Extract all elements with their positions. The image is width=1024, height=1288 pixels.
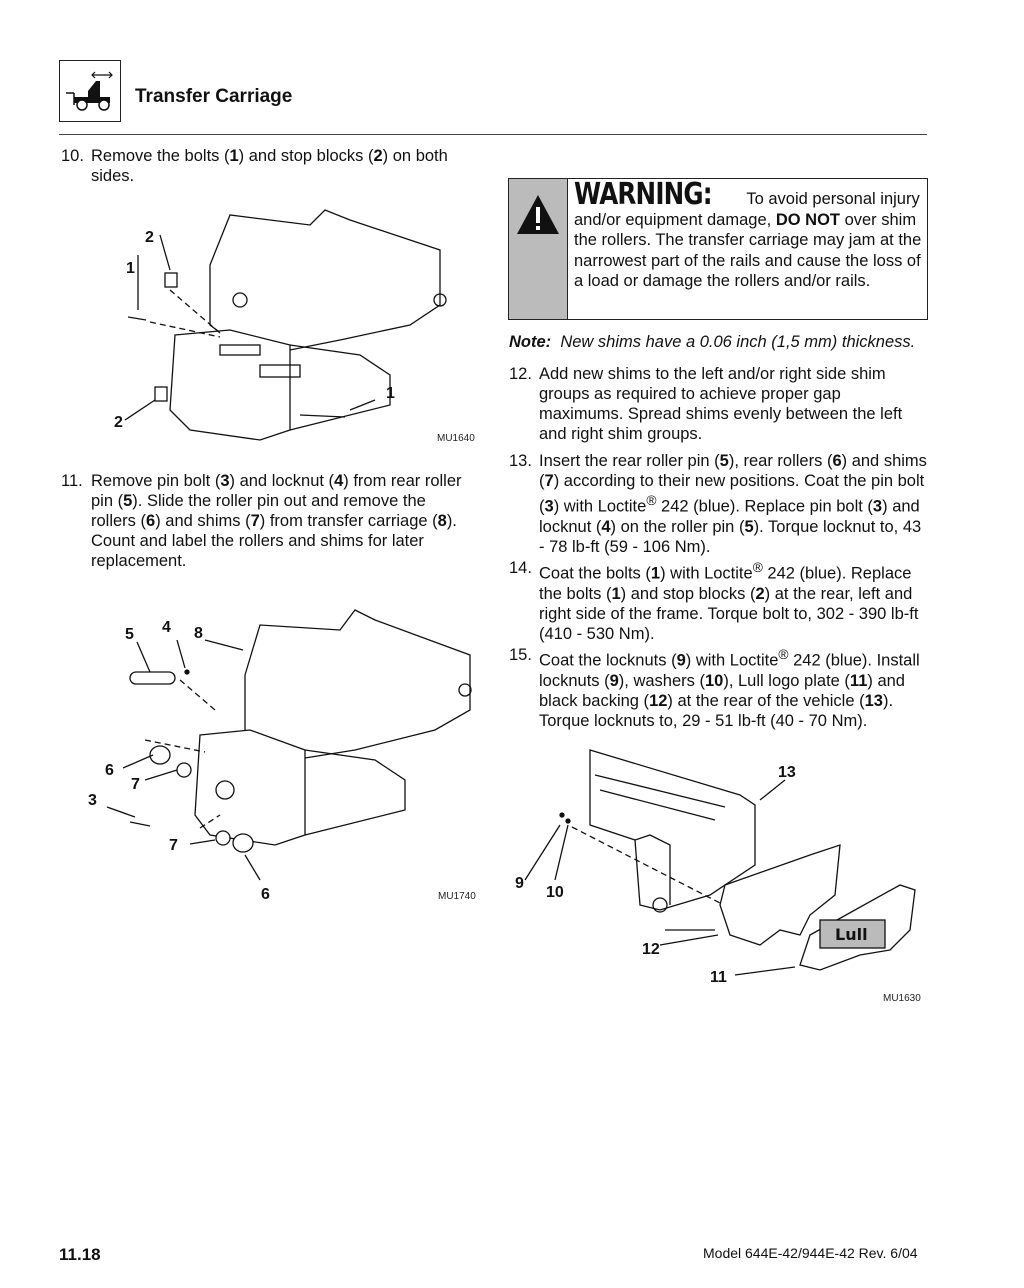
- header-rule: [59, 134, 927, 135]
- page-title: Transfer Carriage: [135, 86, 293, 107]
- callout-label: 1: [386, 385, 395, 402]
- callout-label: 10: [546, 884, 564, 901]
- step-number: 14.: [509, 559, 532, 577]
- callout-label: 5: [125, 626, 134, 643]
- callout-label: 6: [261, 886, 270, 903]
- step-text: Remove the bolts (1) and stop blocks (2)…: [91, 147, 448, 185]
- step-number: 12.: [509, 365, 532, 383]
- note-text: New shims have a 0.06 inch (1,5 mm) thic…: [560, 333, 916, 351]
- warning-sidebar: [509, 179, 568, 319]
- callout-label: 1: [126, 260, 135, 277]
- step-14: 14. Coat the bolts (1) with Loctite® 242…: [509, 558, 927, 644]
- callout-label: 11: [710, 969, 727, 986]
- warning-text: WARNING: To avoid personal injury and/or…: [574, 177, 922, 292]
- step-number: 11.: [61, 472, 83, 490]
- callout-label: 7: [131, 776, 140, 793]
- callout-label: 2: [145, 229, 154, 246]
- callout-label: 8: [194, 625, 203, 642]
- step-11: 11. Remove pin bolt (3) and locknut (4) …: [61, 471, 471, 571]
- step-text: Remove pin bolt (3) and locknut (4) from…: [91, 472, 462, 570]
- callout-label: 13: [778, 764, 796, 781]
- step-13: 13. Insert the rear roller pin (5), rear…: [509, 451, 927, 557]
- figure-stop-blocks: 2 1 2 1 MU1640: [114, 209, 475, 444]
- step-10: 10. Remove the bolts (1) and stop blocks…: [61, 146, 471, 186]
- figure-logo-plate: Lull 13 9 10 12 11 MU1630: [515, 749, 921, 1004]
- callout-label: 2: [114, 414, 123, 431]
- model-revision: Model 644E-42/944E-42 Rev. 6/04: [703, 1245, 918, 1261]
- note-label: Note:: [509, 333, 552, 351]
- figure-caption: MU1630: [883, 993, 921, 1004]
- callout-label: 6: [105, 762, 114, 779]
- step-text: Coat the bolts (1) with Loctite® 242 (bl…: [539, 560, 919, 643]
- figure-caption: MU1640: [437, 433, 475, 444]
- step-number: 13.: [509, 452, 532, 470]
- step-number: 15.: [509, 646, 532, 664]
- callout-label: 12: [642, 941, 660, 958]
- transfer-carriage-icon: [66, 71, 113, 111]
- step-text: Add new shims to the left and/or right s…: [539, 365, 903, 443]
- page-number: 11.18: [59, 1245, 101, 1264]
- callout-label: 3: [88, 792, 97, 809]
- warning-box: WARNING: To avoid personal injury and/or…: [508, 178, 928, 320]
- callout-label: 7: [169, 837, 178, 854]
- step-12: 12. Add new shims to the left and/or rig…: [509, 364, 927, 444]
- figure-caption: MU1740: [438, 891, 476, 902]
- step-text: Coat the locknuts (9) with Loctite® 242 …: [539, 647, 920, 730]
- callout-label: 4: [162, 619, 171, 636]
- header-icon-box: [59, 60, 121, 122]
- step-15: 15. Coat the locknuts (9) with Loctite® …: [509, 645, 927, 731]
- step-text: Insert the rear roller pin (5), rear rol…: [539, 452, 927, 556]
- note: Note: New shims have a 0.06 inch (1,5 mm…: [509, 333, 915, 352]
- step-number: 10.: [61, 147, 84, 165]
- warning-body: To avoid personal injury and/or equipmen…: [574, 190, 922, 290]
- warning-triangle-icon: [517, 195, 559, 234]
- figure-roller-pin: 5 4 8 6 7 3 7 6 MU1740: [88, 609, 476, 903]
- callout-label: 9: [515, 875, 524, 892]
- lull-logo: Lull: [835, 925, 868, 944]
- warning-heading: WARNING:: [574, 177, 713, 212]
